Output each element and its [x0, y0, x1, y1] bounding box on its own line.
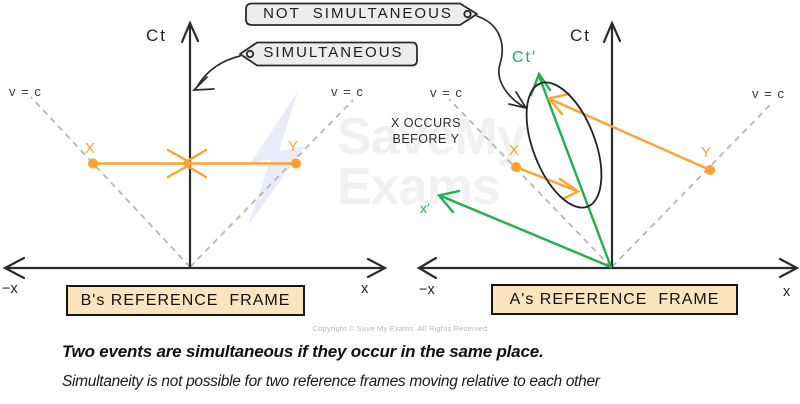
tag-hole-icon [463, 9, 472, 19]
copyright-text: Copyright © Save My Exams. All Rights Re… [312, 324, 488, 333]
x-occurs-before-y-note: X OCCURS BEFORE Y [391, 116, 461, 146]
left-event-y-label: Y [288, 138, 299, 155]
left-event-x-dot [88, 158, 98, 169]
watermark-line2: Exams [337, 158, 501, 216]
right-event-x-dot [511, 162, 521, 172]
left-pos-x-label: x [361, 281, 369, 297]
watermark-line1: SaveMy [337, 108, 526, 166]
right-event-x-label: X [509, 142, 520, 159]
right-event-y-dot [705, 165, 715, 175]
right-neg-x-label: −x [419, 282, 435, 298]
tag-hole-icon [245, 49, 255, 59]
footer-statement-2: Simultaneity is not possible for two ref… [62, 373, 600, 390]
right-pos-x-label: x [783, 284, 791, 300]
left-vc-left-label: v = c [9, 84, 42, 99]
watermark-text: SaveMy Exams [337, 108, 526, 216]
right-vc-right-label: v = c [752, 86, 785, 101]
not-simultaneous-label: NOT SIMULTANEOUS [263, 5, 453, 22]
right-light-cone [448, 98, 771, 268]
left-event-y-dot [291, 158, 301, 169]
left-neg-x-label: −x [2, 281, 18, 297]
right-ct-axis-label: Ct [570, 26, 591, 45]
left-ct-axis-label: Ct [146, 26, 167, 45]
left-axes [2, 20, 388, 280]
left-simultaneity-line [91, 148, 298, 179]
right-frame-title: A's REFERENCE FRAME [491, 284, 738, 315]
left-frame-title: B's REFERENCE FRAME [66, 285, 305, 316]
right-x-prime-axis-label: x′ [420, 200, 430, 216]
not-simultaneous-arrow [476, 15, 525, 108]
right-axes [416, 20, 800, 280]
left-vc-right-label: v = c [331, 84, 364, 99]
right-ct-prime-axis-label: Ct′ [512, 49, 537, 66]
not-simultaneous-ellipse [525, 81, 603, 209]
not-simultaneous-tag-shape [245, 2, 478, 26]
footer-statement-1: Two events are simultaneous if they occu… [62, 342, 544, 361]
right-vc-left-label: v = c [430, 85, 463, 100]
right-event-y-label: Y [701, 144, 712, 161]
left-event-x-label: X [85, 140, 96, 157]
simultaneous-label: SIMULTANEOUS [263, 44, 404, 61]
callout-arrows [191, 15, 528, 110]
simultaneous-arrow [196, 55, 241, 88]
simultaneous-tag-shape [239, 41, 418, 67]
left-light-cone [30, 96, 354, 268]
